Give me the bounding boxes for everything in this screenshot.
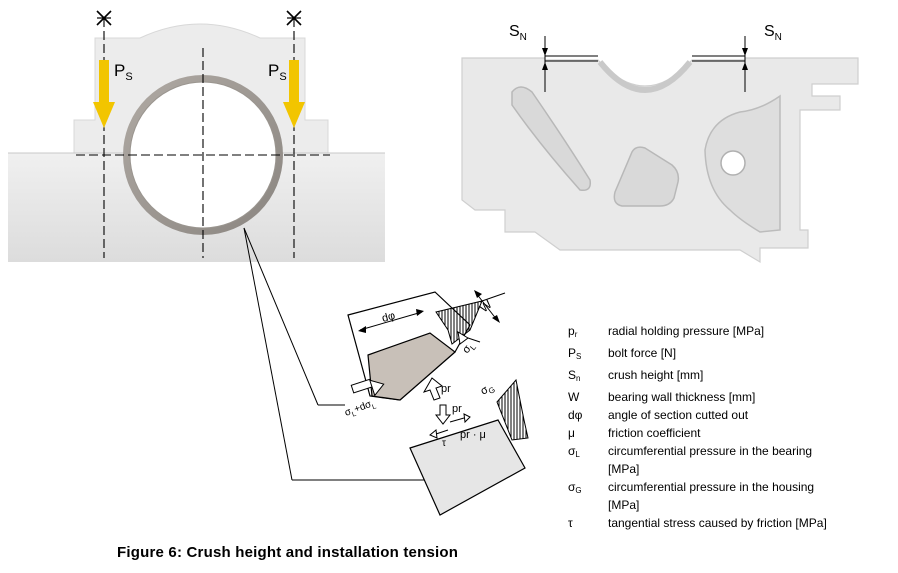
crush-height-dimension-right [692, 36, 748, 92]
legend-description: friction coefficient [608, 426, 701, 440]
sigma-l-arrow [457, 331, 481, 345]
bolt-force-arrow-right [283, 60, 305, 128]
legend-row: σG circumferential pressure in the housi… [568, 478, 888, 514]
sigma-g-label: σG [479, 381, 497, 400]
dphi-dimension [359, 311, 423, 331]
dphi-label: dφ [381, 310, 397, 325]
figure-caption: Figure 6: Crush height and installation … [117, 544, 459, 561]
legend-description: tangential stress caused by friction [MP… [608, 516, 827, 530]
ps-label-left: PS [114, 61, 133, 83]
housing-segment [409, 419, 526, 516]
leader-line [243, 227, 293, 481]
sn-label-left: SN [509, 23, 527, 43]
legend-row: μ friction coefficient [568, 424, 888, 442]
legend-symbol: PS [568, 346, 582, 361]
sigma-l-dsigma-arrow [350, 378, 385, 397]
legend-symbol: μ [568, 426, 575, 440]
bolt-cross-icon [286, 10, 302, 26]
pr-label-lower: pr [452, 403, 462, 415]
pr-arrow-lower [434, 404, 452, 425]
legend-row: pr radial holding pressure [MPa] [568, 322, 888, 344]
bearing-segment-shell [367, 332, 456, 401]
symbol-legend: pr radial holding pressure [MPa] PS bolt… [568, 322, 888, 532]
legend-row: PS bolt force [N] [568, 344, 888, 366]
legend-description: circumferential pressure in the bearing[… [608, 444, 813, 476]
legend-symbol: W [568, 390, 580, 404]
legend-row: dφ angle of section cutted out [568, 406, 888, 424]
legend-symbol: σL [568, 444, 580, 459]
pr-mu-label: pr · μ [460, 429, 486, 441]
legend-description: angle of section cutted out [608, 408, 749, 422]
legend-description: bearing wall thickness [mm] [608, 390, 756, 404]
crush-height-dimension-left [542, 36, 598, 92]
housing-right: SN SN [461, 23, 859, 264]
legend-symbol: σG [568, 480, 582, 495]
housing-left: PS PS [8, 10, 385, 262]
sigma-g-hatch [496, 378, 529, 441]
legend-symbol: Sn [568, 368, 581, 383]
pr-arrow-upper [422, 377, 444, 401]
sigma-l-dsigma-label: σL+dσL [343, 398, 377, 421]
leader-line [243, 227, 319, 406]
legend-description: crush height [mm] [608, 368, 704, 382]
bolt-force-arrow-left [93, 60, 115, 128]
legend-row: W bearing wall thickness [mm] [568, 388, 888, 406]
legend-symbol: τ [568, 516, 573, 530]
housing-pocket-curved [511, 86, 592, 192]
pr-mu-arrow [449, 413, 471, 424]
legend-description: circumferential pressure in the housing[… [608, 480, 815, 512]
ps-label-right: PS [268, 61, 287, 83]
legend-row: τ tangential stress caused by friction [… [568, 514, 888, 532]
housing-pocket-trapezoid [613, 146, 680, 207]
legend-description: radial holding pressure [MPa] [608, 324, 765, 338]
legend-description: bolt force [N] [608, 346, 677, 360]
tau-label: τ [442, 438, 446, 449]
pr-label-upper: pr [441, 383, 451, 395]
w-dimension [475, 292, 498, 321]
legend-symbol: pr [568, 324, 578, 339]
legend-row: Sn crush height [mm] [568, 366, 888, 388]
w-label: W [477, 297, 495, 315]
sn-label-right: SN [764, 23, 782, 43]
legend-row: σL circumferential pressure in the beari… [568, 442, 888, 478]
tau-arrow [429, 429, 449, 439]
legend-symbol: dφ [568, 408, 583, 422]
section-detail: W dφ σL σL+dσL pr σG [243, 227, 529, 516]
bolt-cross-icon [96, 10, 112, 26]
housing-hole [720, 150, 746, 176]
